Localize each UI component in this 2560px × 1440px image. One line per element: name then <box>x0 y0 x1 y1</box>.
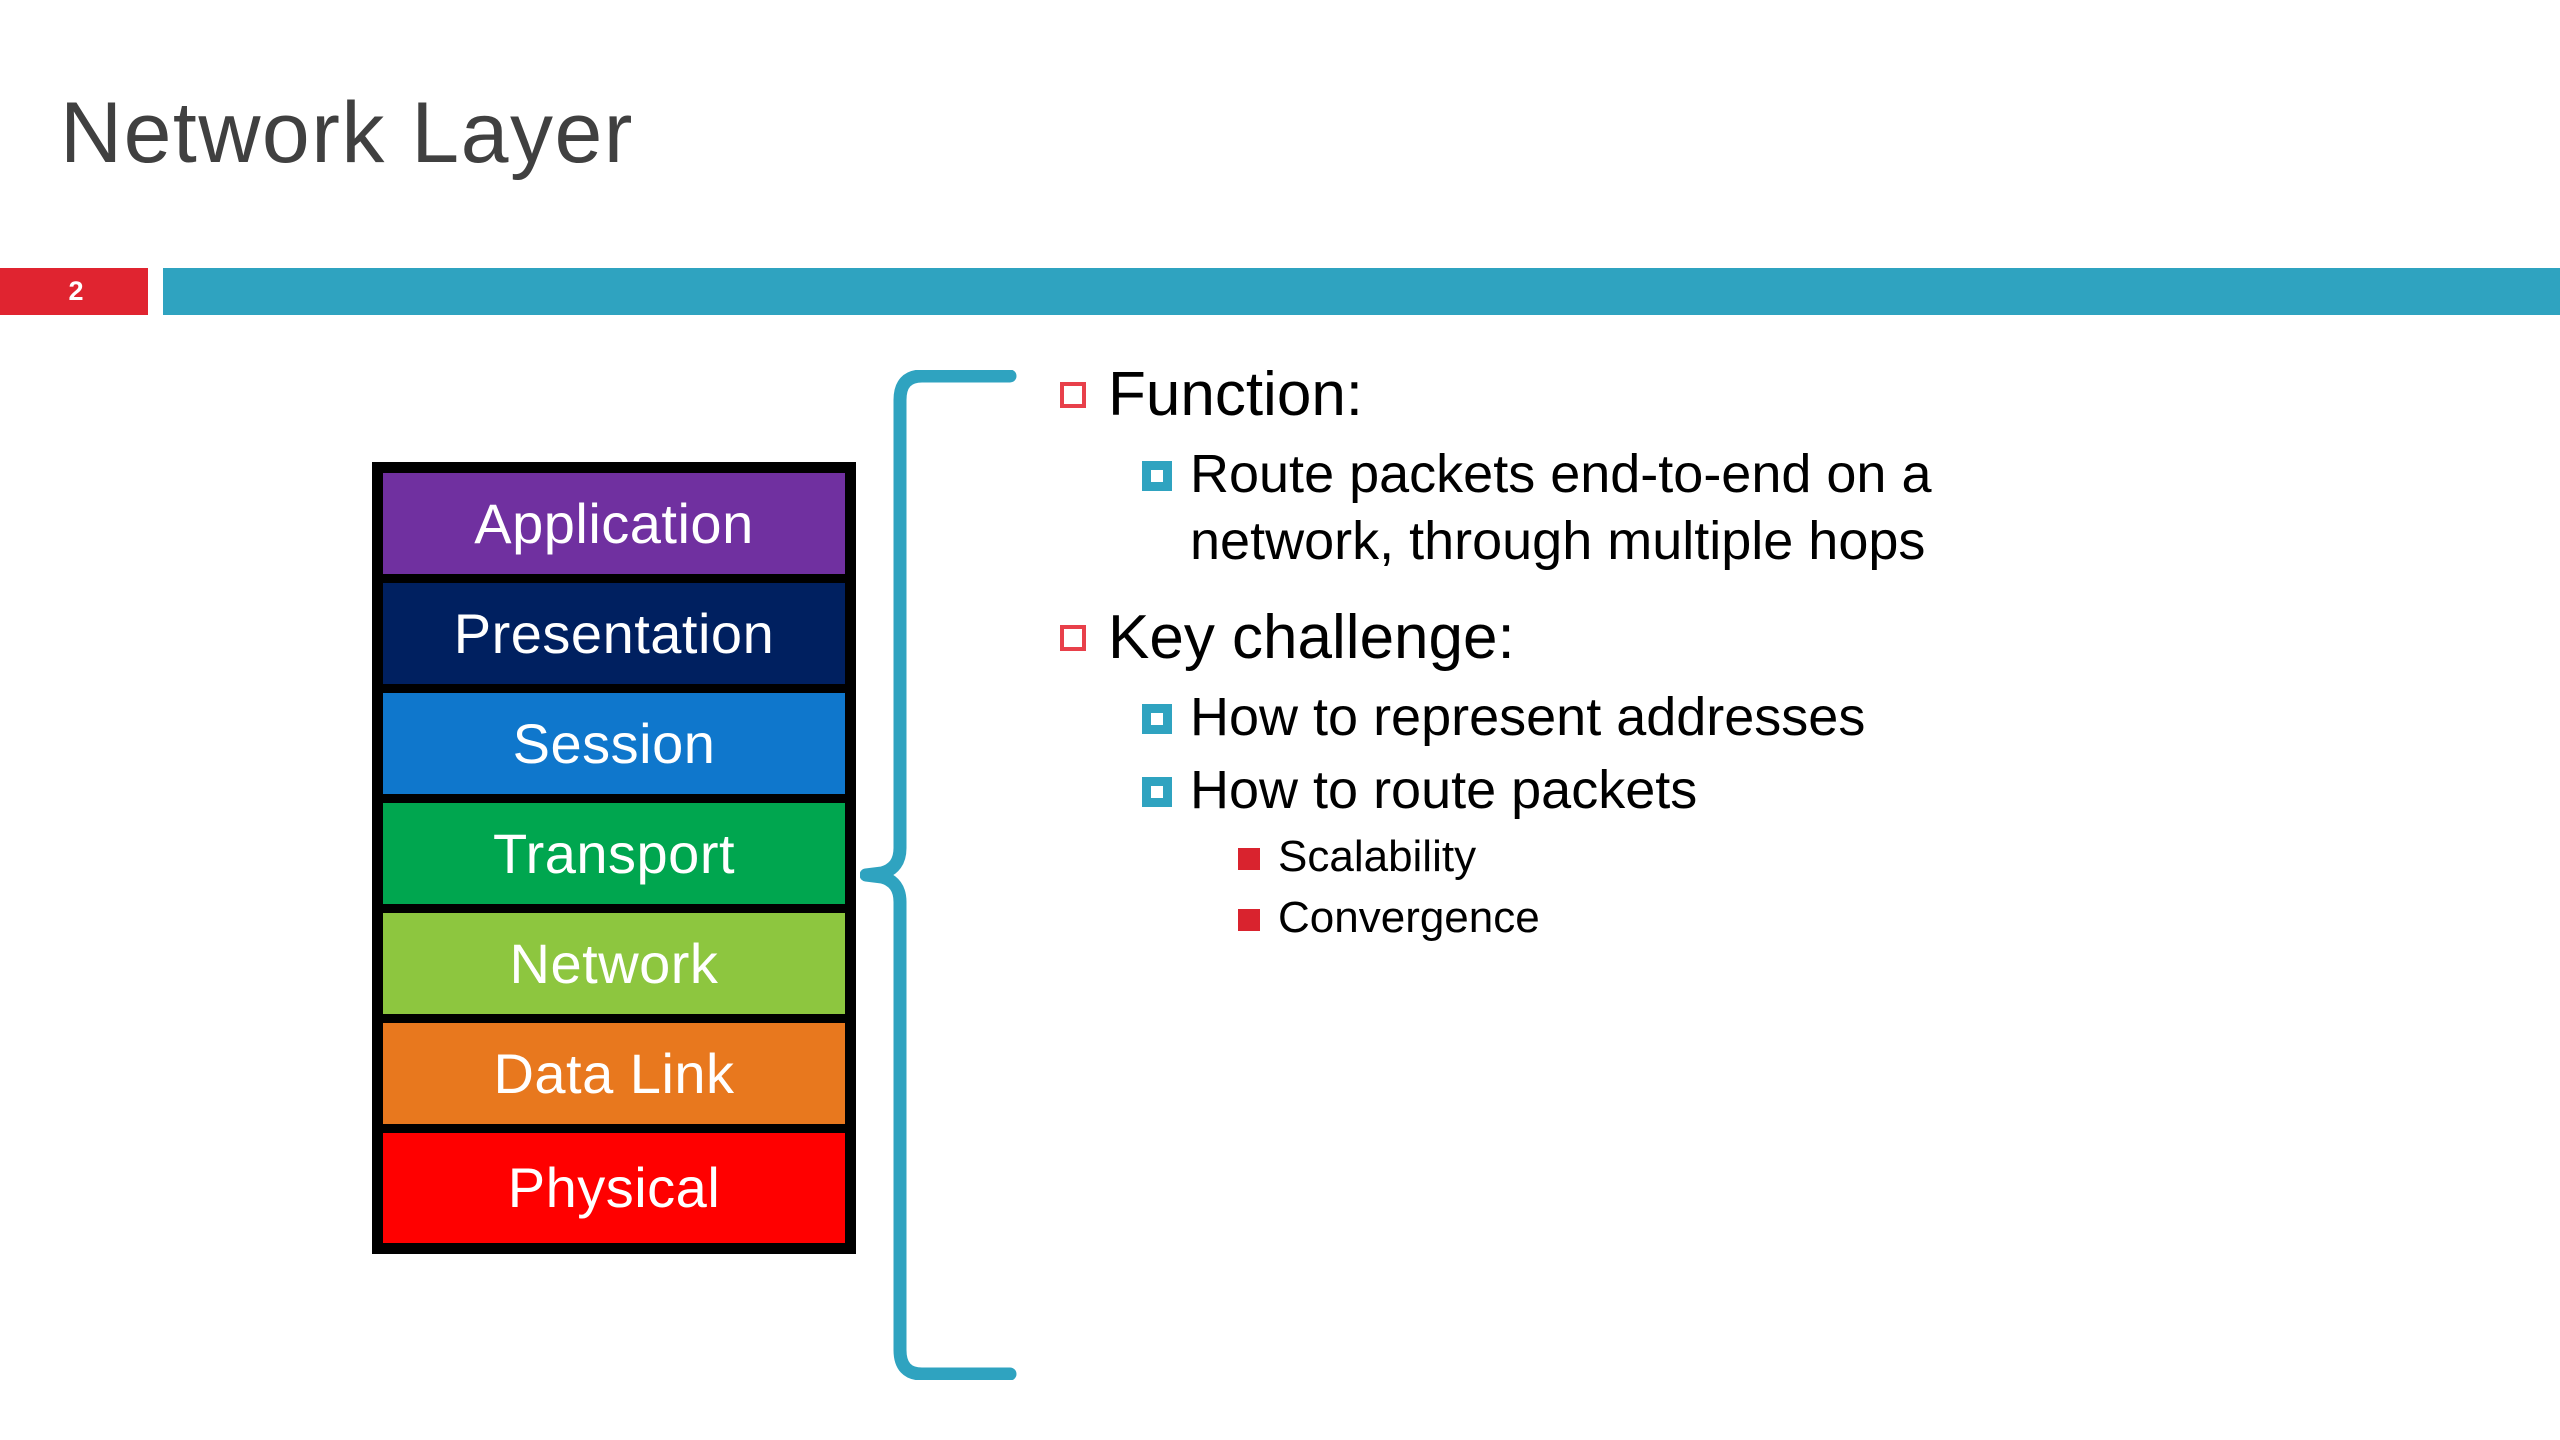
bullet-text: How to represent addresses <box>1190 687 1866 748</box>
bullet-text: How to route packets <box>1190 760 1698 821</box>
osi-layer-physical[interactable]: Physical <box>383 1133 845 1243</box>
osi-layer-label: Presentation <box>453 601 775 665</box>
osi-layer-label: Data Link <box>493 1041 735 1105</box>
osi-layer-label: Session <box>512 711 716 775</box>
square-filled-teal-bullet-icon <box>1142 461 1172 492</box>
square-filled-red-bullet-icon <box>1238 848 1260 871</box>
square-outline-bullet-icon <box>1060 625 1086 652</box>
osi-layer-session[interactable]: Session <box>383 693 845 803</box>
bullet-text: Function: <box>1108 360 1364 429</box>
osi-layer-label: Application <box>474 491 754 555</box>
osi-layer-transport[interactable]: Transport <box>383 803 845 913</box>
osi-layer-stack: Application Presentation Session Transpo… <box>372 462 856 1254</box>
osi-layer-presentation[interactable]: Presentation <box>383 583 845 693</box>
accent-bar <box>163 268 2560 315</box>
bullet-item-route-packets-challenge: How to route packets <box>1142 757 2480 824</box>
bullet-item-represent-addresses: How to represent addresses <box>1142 684 2480 751</box>
square-filled-teal-bullet-icon <box>1142 704 1172 735</box>
bullet-item-convergence: Convergence <box>1238 891 2480 946</box>
osi-layer-network[interactable]: Network <box>383 913 845 1023</box>
osi-layer-data-link[interactable]: Data Link <box>383 1023 845 1133</box>
bullet-text: Convergence <box>1278 892 1540 942</box>
header-divider: 2 <box>0 268 2560 315</box>
bullet-text: Key challenge: <box>1108 603 1515 673</box>
osi-layer-label: Network <box>509 931 719 995</box>
bullet-item-key-challenge: Key challenge: <box>1060 601 2480 674</box>
osi-layer-label: Transport <box>492 821 736 885</box>
bullet-list: Function: Route packets end-to-end on a … <box>1060 358 2480 951</box>
square-outline-bullet-icon <box>1060 382 1086 408</box>
bullet-item-function: Function: <box>1060 358 2480 431</box>
osi-layer-application[interactable]: Application <box>383 473 845 583</box>
bullet-item-scalability: Scalability <box>1238 830 2480 885</box>
bullet-item-route-packets: Route packets end-to-end on a network, t… <box>1142 441 2480 575</box>
bullet-text: Route packets end-to-end on a network, t… <box>1190 444 1932 572</box>
bullet-text: Scalability <box>1278 832 1477 882</box>
osi-layer-label: Physical <box>507 1156 721 1219</box>
square-filled-red-bullet-icon <box>1238 908 1260 931</box>
square-filled-teal-bullet-icon <box>1142 777 1172 808</box>
page-title: Network Layer <box>60 85 634 181</box>
curly-brace-connector <box>860 370 1017 1380</box>
page-number-badge: 2 <box>0 268 148 315</box>
